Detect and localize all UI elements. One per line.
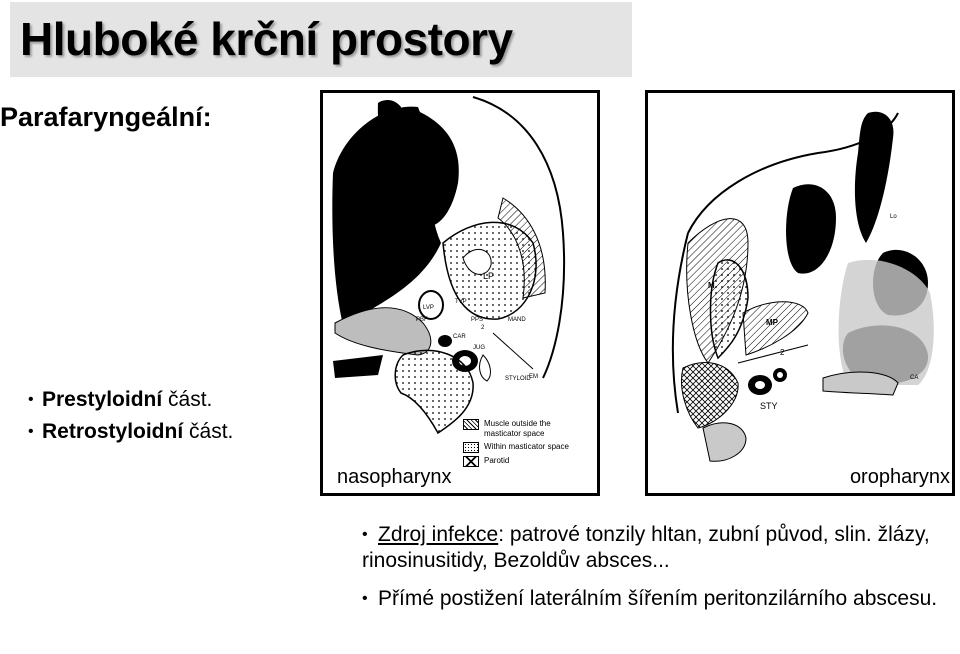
label-2: 2 [780, 348, 785, 357]
nasopharynx-illustration: LP LVP TVP PBF PPS 2 CAR JUG MAND STYLOI… [332, 96, 566, 435]
title-bar [10, 2, 632, 77]
hatch-swatch-icon [463, 419, 479, 430]
list-item: •Retrostyloidní část. [28, 416, 233, 448]
label-pbf: PBF [416, 317, 428, 323]
list-item: •Zdroj infekce: patrové tonzily hltan, z… [362, 523, 930, 572]
label-jug: JUG [473, 345, 485, 351]
caption-oropharynx: oropharynx [849, 466, 950, 488]
bullet-icon: • [28, 391, 34, 408]
label-mp: MP [766, 318, 779, 327]
cross-swatch-icon [463, 456, 479, 467]
label-tvp: TVP [455, 299, 467, 305]
legend-item: Muscle outside the masticator space [463, 419, 574, 439]
bullet-icon: • [362, 590, 368, 607]
label-lvp: LVP [423, 305, 434, 311]
oropharynx-illustration: M MP STY 2 Lo CA [671, 111, 934, 462]
label-em: EM [529, 374, 538, 380]
label-lp: LP [483, 271, 494, 281]
label-m: M [708, 281, 715, 290]
caption-nasopharynx: nasopharynx [337, 466, 452, 488]
label-ca: CA [910, 375, 918, 381]
figure-legend: Muscle outside the masticator space With… [463, 419, 574, 470]
figure-nasopharynx: LP LVP TVP PBF PPS 2 CAR JUG MAND STYLOI… [320, 90, 600, 496]
label-car: CAR [453, 334, 466, 340]
legend-item: Parotid [463, 456, 574, 467]
label-lo: Lo [890, 214, 897, 220]
label-styloid: STYLOID [505, 376, 531, 382]
bullet-icon: • [362, 526, 368, 543]
list-item: •Prestyloidní část. [28, 384, 233, 416]
label-sty: STY [760, 401, 778, 411]
dots-swatch-icon [463, 442, 479, 453]
legend-item: Within masticator space [463, 442, 574, 453]
label-mand: MAND [508, 317, 526, 323]
list-item: •Přímé postižení laterálním šířením peri… [362, 587, 938, 610]
bottom-bullet-list: •Zdroj infekce: patrové tonzily hltan, z… [362, 522, 952, 624]
label-2: 2 [481, 325, 485, 331]
slide-title: Hluboké krční prostory [20, 13, 513, 65]
label-pps: PPS [471, 317, 483, 323]
section-heading: Parafaryngeální: [0, 102, 212, 132]
figure-oropharynx: M MP STY 2 Lo CA oropharynx [645, 90, 955, 496]
left-bullet-list: •Prestyloidní část. •Retrostyloidní část… [28, 384, 233, 448]
bullet-icon: • [28, 423, 34, 440]
